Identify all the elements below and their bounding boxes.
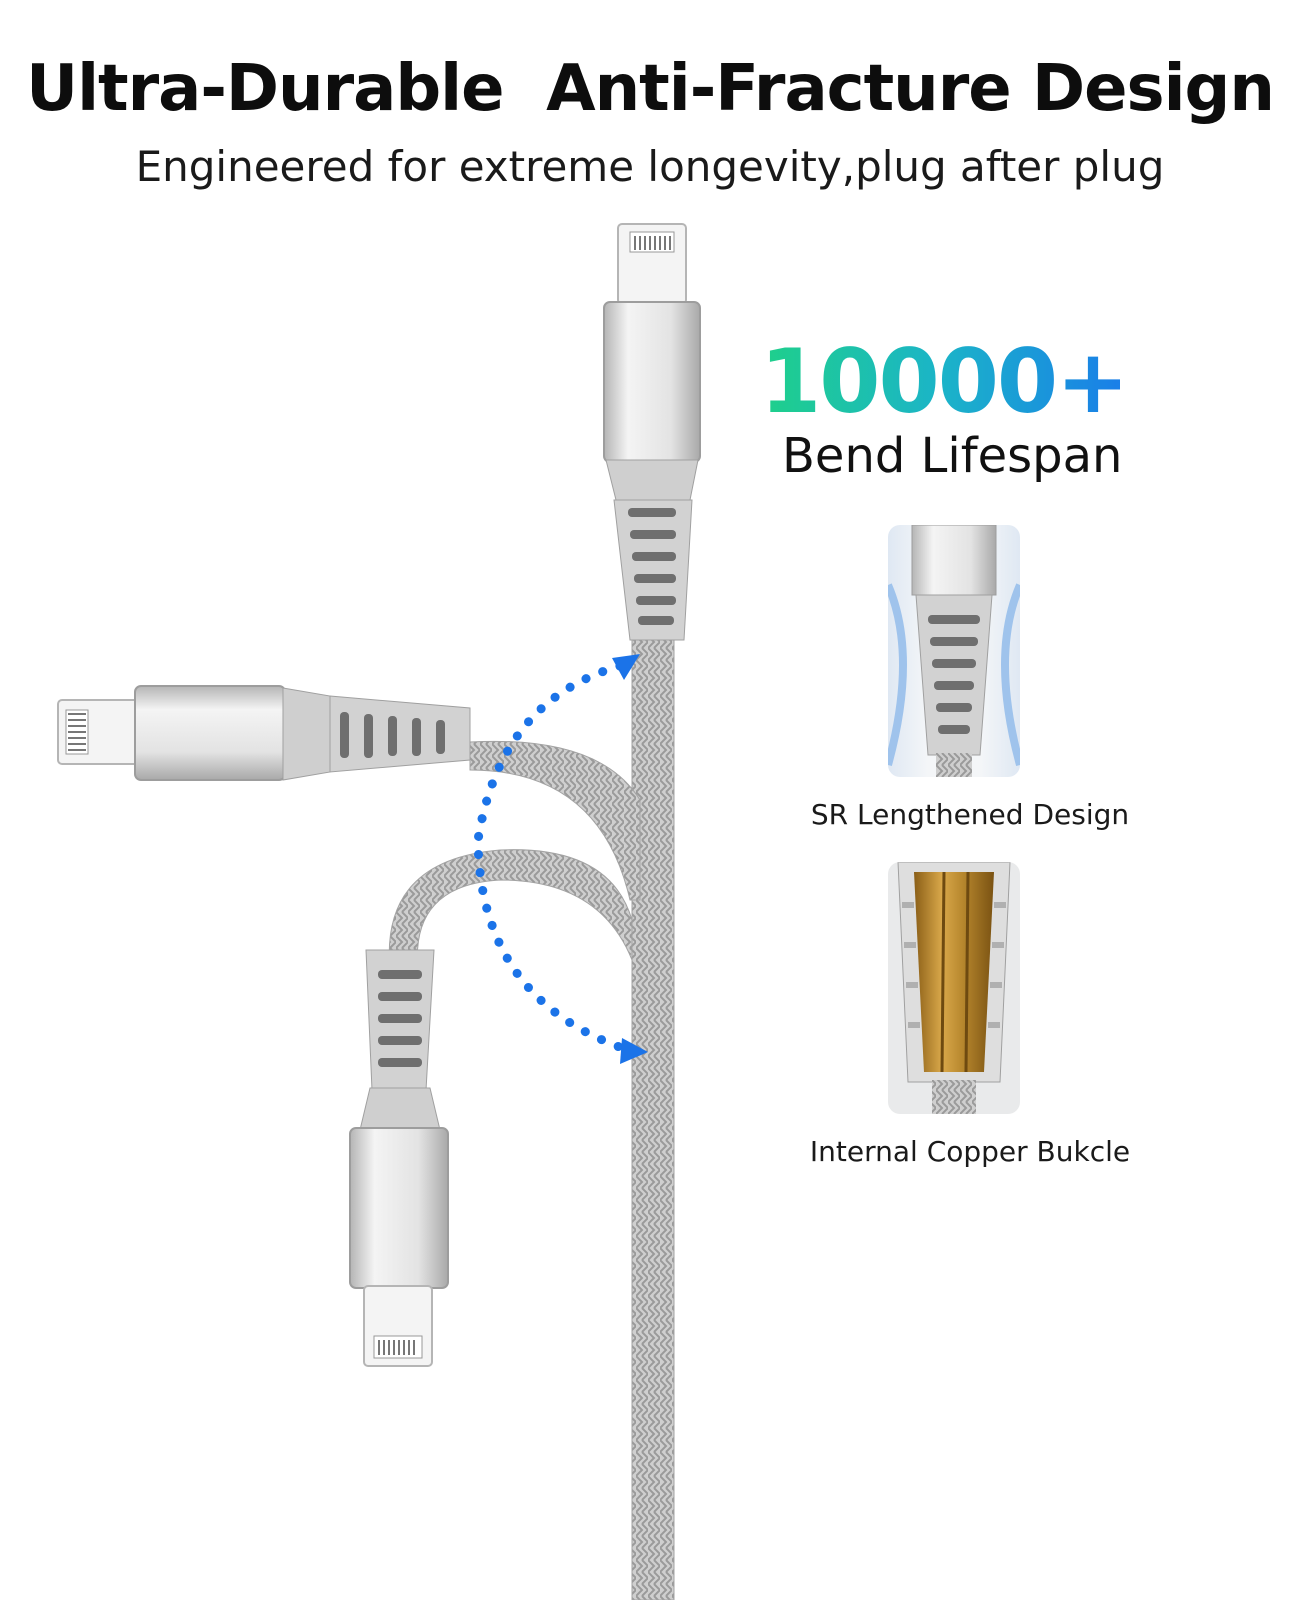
left-connector — [57, 685, 641, 901]
copper-buckle-cutaway-icon — [888, 862, 1020, 1114]
bend-caption: Bend Lifespan — [782, 428, 1123, 484]
page-title: Ultra-Durable Anti-Fracture Design — [26, 52, 1275, 126]
bend-count: 10000+ — [760, 330, 1130, 433]
bottom-connector — [349, 849, 633, 1367]
detail-label-copper: Internal Copper Bukcle — [809, 1135, 1131, 1168]
main-cable — [631, 639, 675, 1600]
strain-relief-closeup-icon — [888, 525, 1020, 777]
top-connector — [603, 223, 701, 641]
page-subtitle: Engineered for extreme longevity,plug af… — [135, 142, 1165, 191]
detail-label-sr: SR Lengthened Design — [810, 798, 1130, 831]
bend-arrow-icon — [473, 654, 648, 1064]
